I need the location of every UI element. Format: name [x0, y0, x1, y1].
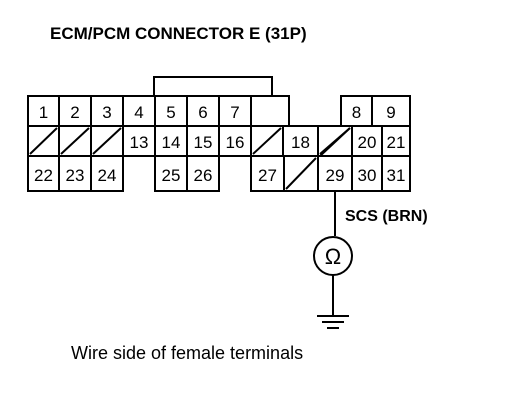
terminal-cell-16 — [218, 125, 252, 157]
terminal-15-label: 15 — [194, 133, 213, 152]
terminal-21-label: 21 — [387, 133, 406, 152]
unused-slash-f — [285, 157, 317, 190]
unused-slash-b — [60, 127, 90, 155]
terminal-16-label: 16 — [226, 133, 245, 152]
terminal-cell-23 — [58, 155, 92, 192]
terminal-31-label: 31 — [387, 166, 406, 185]
terminal-5-label: 5 — [166, 103, 175, 122]
terminal-18-label: 18 — [291, 133, 310, 152]
terminal-26-label: 26 — [194, 166, 213, 185]
terminal-6-label: 6 — [198, 103, 207, 122]
terminal-cell-25 — [154, 155, 188, 192]
terminal-cell-21 — [381, 125, 411, 157]
unused-slash-a — [29, 127, 58, 155]
terminal-4-label: 4 — [134, 103, 143, 122]
terminal-30-label: 30 — [358, 166, 377, 185]
terminal-23-label: 23 — [66, 166, 85, 185]
terminal-27-label: 27 — [258, 166, 277, 185]
keying-slash — [319, 127, 351, 157]
unused-slash-d — [252, 127, 282, 155]
terminal-2-label: 2 — [70, 103, 79, 122]
terminal-1-label: 1 — [39, 103, 48, 122]
signal-label: SCS (BRN) — [345, 208, 428, 225]
terminal-8-label: 8 — [352, 103, 361, 122]
terminal-cell-7 — [218, 95, 252, 127]
terminal-cell-22 — [27, 155, 60, 192]
ground-icon — [317, 315, 349, 329]
terminal-29-label: 29 — [326, 166, 345, 185]
caption: Wire side of female terminals — [71, 343, 304, 363]
terminal-cell-15 — [186, 125, 220, 157]
terminal-7-label: 7 — [230, 103, 239, 122]
terminal-cell-24 — [90, 155, 124, 192]
terminal-3-label: 3 — [102, 103, 111, 122]
connector-lock-tab — [153, 76, 273, 97]
terminal-20-label: 20 — [358, 133, 377, 152]
terminal-14-label: 14 — [162, 133, 181, 152]
ohm-symbol: Ω — [325, 244, 341, 269]
terminal-22-label: 22 — [34, 166, 53, 185]
terminal-cell-7b — [250, 95, 290, 127]
terminal-24-label: 24 — [98, 166, 117, 185]
unused-slash-c — [92, 127, 122, 155]
terminal-cell-31 — [381, 155, 411, 192]
terminal-13-label: 13 — [130, 133, 149, 152]
connector-title: ECM/PCM CONNECTOR E (31P) — [50, 24, 307, 43]
terminal-cell-14 — [154, 125, 188, 157]
terminal-25-label: 25 — [162, 166, 181, 185]
terminal-9-label: 9 — [386, 103, 395, 122]
terminal-cell-26 — [186, 155, 220, 192]
terminal-cell-29 — [317, 155, 353, 192]
terminal-cell-9 — [371, 95, 411, 127]
terminal-cell-30 — [351, 155, 383, 192]
terminal-cell-1 — [27, 95, 60, 127]
